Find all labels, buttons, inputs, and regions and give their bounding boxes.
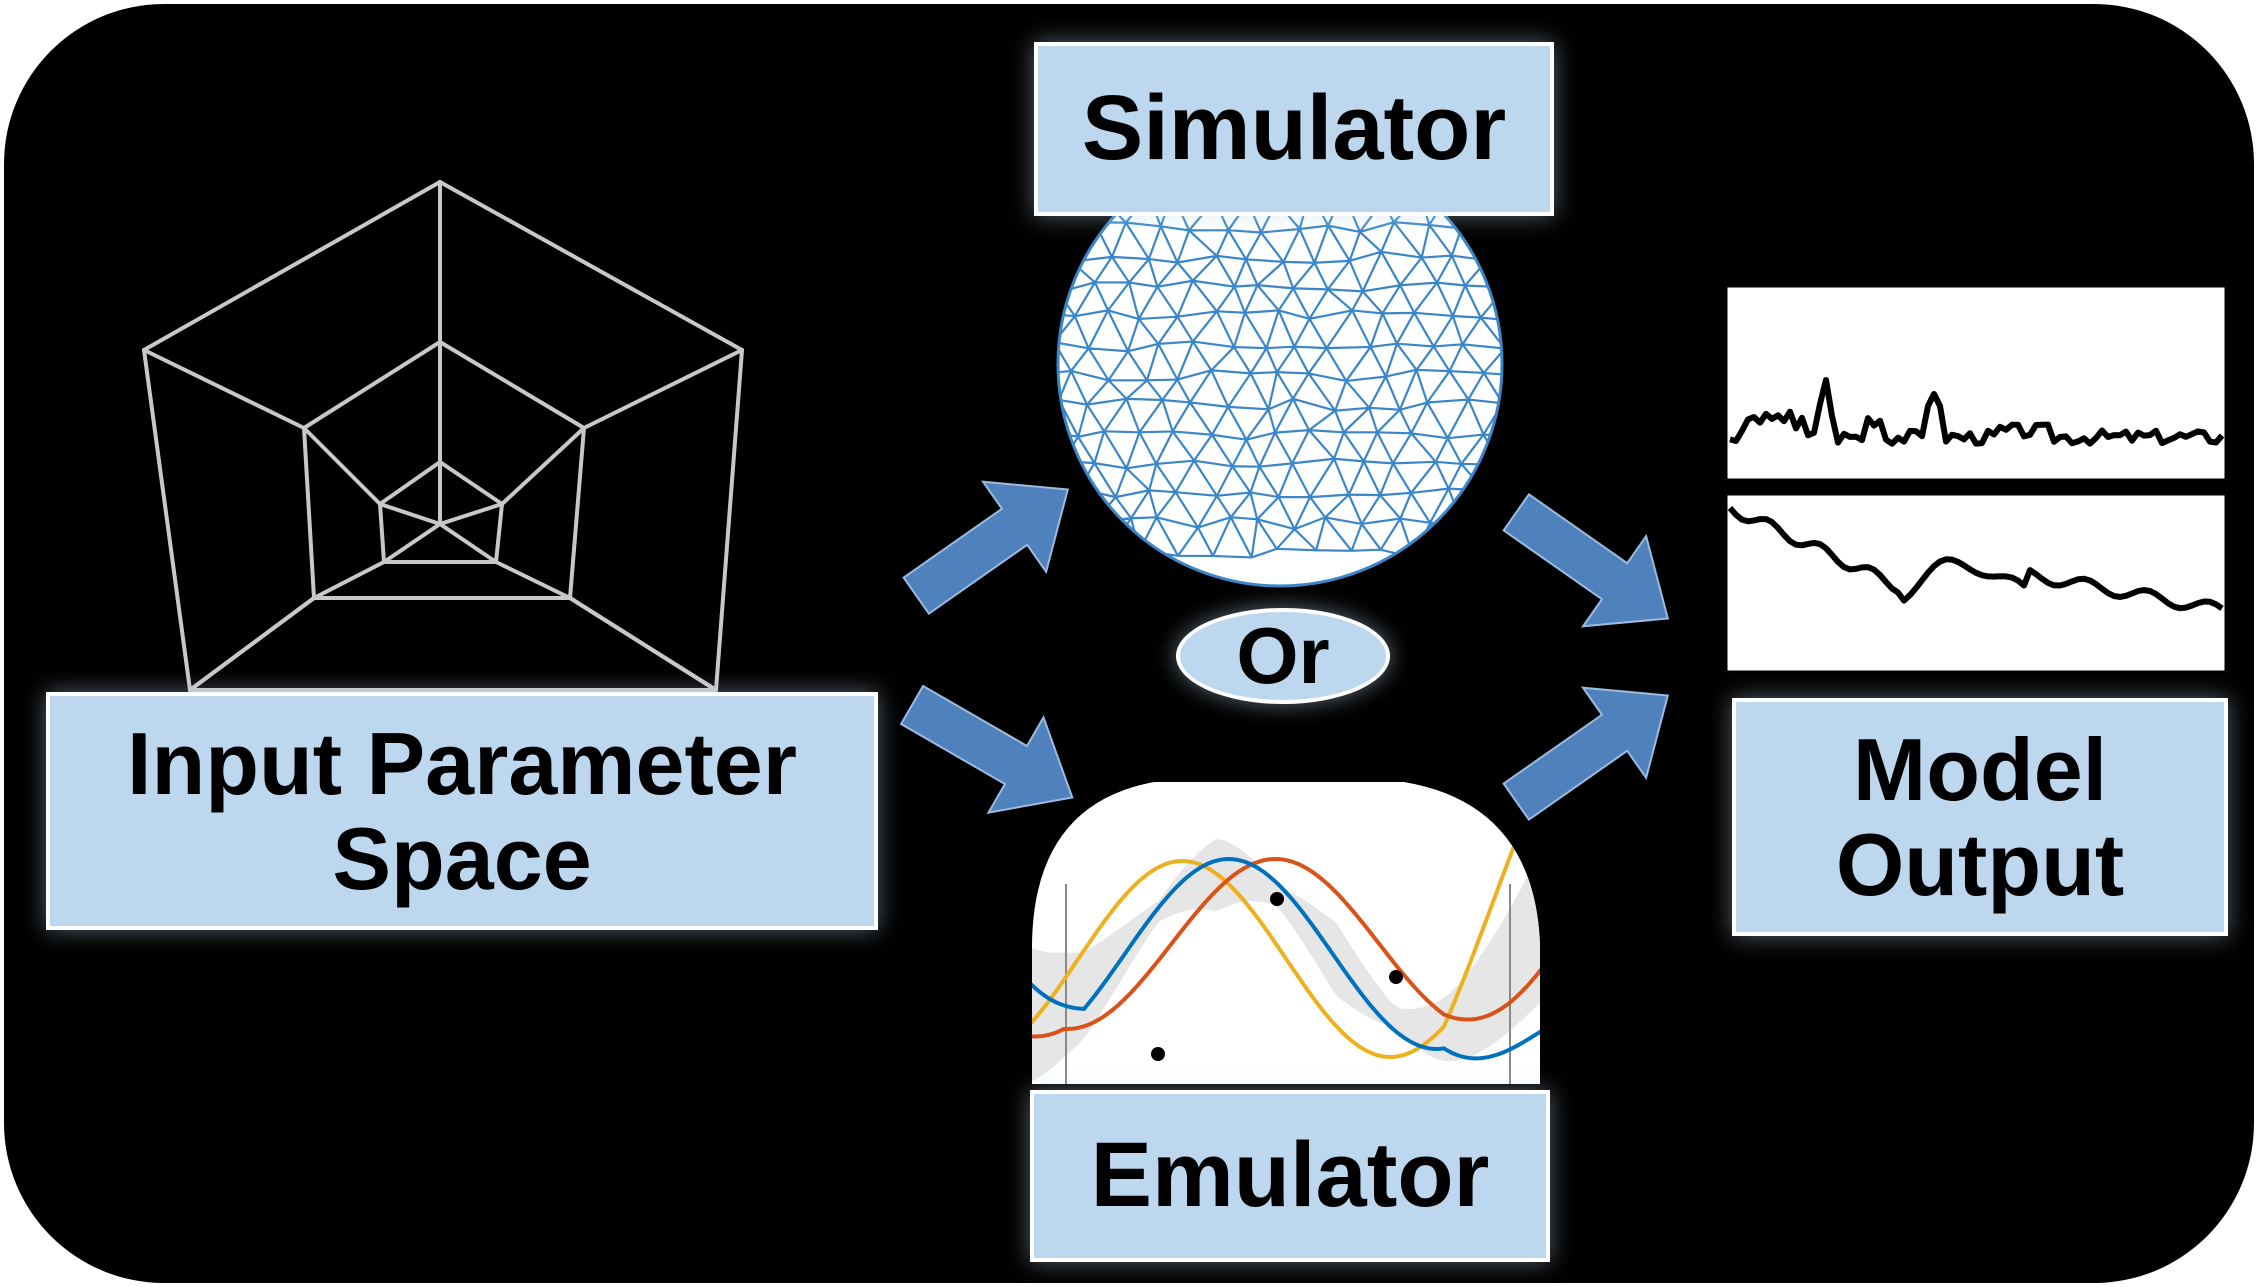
arrow-emulator-to-output <box>1502 686 1670 822</box>
or-badge: Or <box>1176 608 1390 704</box>
arrow-input-to-simulator <box>902 480 1070 616</box>
gaussian-process-samples-icon <box>1032 782 1540 1084</box>
arrow-input-to-emulator <box>899 684 1074 814</box>
flow-diagram <box>142 140 2228 1084</box>
emulator-label: Emulator <box>1030 1090 1550 1262</box>
input-label-line1: Input Parameter <box>127 713 797 813</box>
output-label-line2: Output <box>1835 815 2125 914</box>
tesseract-wireframe-icon <box>142 180 744 692</box>
time-series-plots-icon <box>1724 284 2228 674</box>
arrow-simulator-to-output <box>1502 492 1670 628</box>
emulator-label-text: Emulator <box>1090 1124 1490 1227</box>
model-output-label: Model Output <box>1732 698 2228 936</box>
or-label-text: Or <box>1236 611 1330 700</box>
output-label-line1: Model <box>1852 719 2108 819</box>
diagram-panel: Simulator Or Emulator Input Parameter Sp… <box>4 4 2254 1283</box>
input-label-line2: Space <box>332 809 592 908</box>
simulator-label: Simulator <box>1034 42 1554 216</box>
input-parameter-space-label: Input Parameter Space <box>46 692 878 930</box>
simulator-label-text: Simulator <box>1081 77 1507 180</box>
